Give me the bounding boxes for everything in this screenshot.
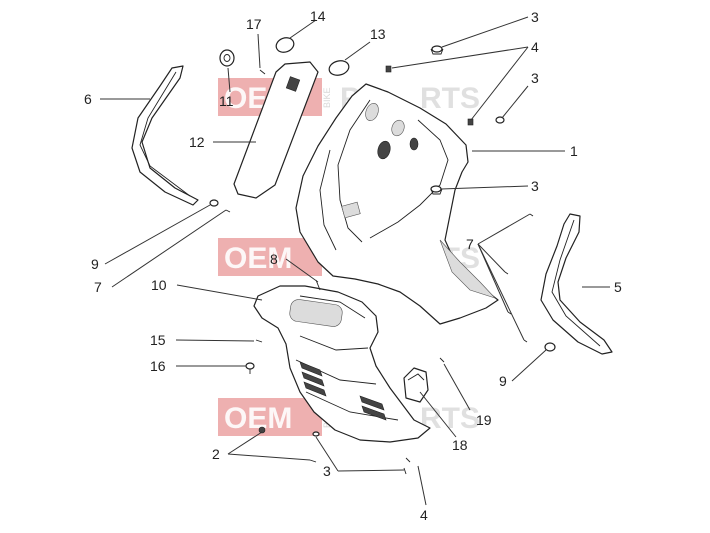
part-10-leg-shield[interactable] bbox=[253, 285, 431, 443]
fastener-3-right[interactable] bbox=[430, 185, 443, 195]
fastener-3-bottom-left[interactable] bbox=[312, 431, 320, 437]
leader-lines bbox=[100, 16, 610, 506]
callout-9-right: 9 bbox=[499, 373, 507, 389]
fastener-4-clip-lower[interactable] bbox=[467, 118, 474, 126]
callout-3-right: 3 bbox=[531, 178, 539, 194]
callout-numbers: 1 3 4 3 3 5 6 7 7 9 8 10 11 12 13 14 15 … bbox=[84, 8, 622, 523]
callout-18: 18 bbox=[452, 437, 468, 453]
part-11-nut[interactable] bbox=[219, 49, 235, 67]
callout-2: 2 bbox=[212, 446, 220, 462]
callout-16: 16 bbox=[150, 358, 166, 374]
callout-7-left: 7 bbox=[94, 279, 102, 295]
callout-3-upper-right: 3 bbox=[531, 70, 539, 86]
fastener-17-screw[interactable] bbox=[259, 69, 266, 75]
part-6-left-trim[interactable] bbox=[131, 65, 199, 206]
callout-19: 19 bbox=[476, 412, 492, 428]
callout-4-top: 4 bbox=[531, 39, 539, 55]
callout-7-right: 7 bbox=[466, 236, 474, 252]
callout-3-top: 3 bbox=[531, 9, 539, 25]
watermark-bottom-oem-text: OEM bbox=[224, 402, 292, 435]
fastener-3-mid-right[interactable] bbox=[495, 116, 505, 124]
watermark-top-rts-text: RTS bbox=[420, 82, 480, 115]
callout-14: 14 bbox=[310, 8, 326, 24]
fastener-4-bottom[interactable] bbox=[405, 457, 411, 463]
fastener-15-screw[interactable] bbox=[255, 339, 263, 343]
part-18-cap[interactable] bbox=[403, 367, 429, 403]
callout-9-left: 9 bbox=[91, 256, 99, 272]
callout-8: 8 bbox=[270, 251, 278, 267]
fastener-9-left[interactable] bbox=[209, 199, 219, 207]
fastener-2-lower[interactable] bbox=[309, 459, 317, 463]
fastener-7-left[interactable] bbox=[225, 209, 231, 213]
callout-13: 13 bbox=[370, 26, 386, 42]
part-10-vent-lower-right bbox=[359, 395, 387, 421]
callout-6: 6 bbox=[84, 91, 92, 107]
part-13-ring[interactable] bbox=[328, 59, 351, 78]
fastener-2-upper[interactable] bbox=[258, 426, 266, 434]
callout-12: 12 bbox=[189, 134, 205, 150]
callout-10: 10 bbox=[151, 277, 167, 293]
fastener-3-bottom-right[interactable] bbox=[403, 467, 407, 475]
callout-3-bottom: 3 bbox=[323, 463, 331, 479]
watermark-middle-oem-text: OEM bbox=[224, 242, 292, 275]
callout-4-bottom: 4 bbox=[420, 507, 428, 523]
fastener-16-screw[interactable] bbox=[245, 362, 255, 374]
fastener-19-screw[interactable] bbox=[439, 357, 445, 363]
fastener-7-right-group[interactable] bbox=[504, 213, 534, 343]
part-10-vent-lower-left bbox=[299, 361, 327, 397]
watermark-top-bike-text: BIKE bbox=[322, 87, 332, 108]
fastener-4-clip-top[interactable] bbox=[385, 65, 392, 73]
part-5-right-trim[interactable] bbox=[540, 213, 613, 355]
part-14-ring[interactable] bbox=[274, 35, 296, 54]
callout-5: 5 bbox=[614, 279, 622, 295]
part-12-center-strip[interactable] bbox=[233, 61, 319, 199]
callout-11: 11 bbox=[219, 93, 234, 109]
fastener-8-screw[interactable] bbox=[315, 279, 321, 291]
fastener-9-right[interactable] bbox=[544, 342, 556, 352]
fastener-3-top-right[interactable] bbox=[430, 45, 444, 55]
callout-15: 15 bbox=[150, 332, 166, 348]
part-1-front-shield[interactable] bbox=[295, 83, 499, 325]
callout-17: 17 bbox=[246, 16, 262, 32]
watermark-bottom: OEM BIKE Pa RTS bbox=[218, 398, 480, 436]
callout-1: 1 bbox=[570, 143, 578, 159]
